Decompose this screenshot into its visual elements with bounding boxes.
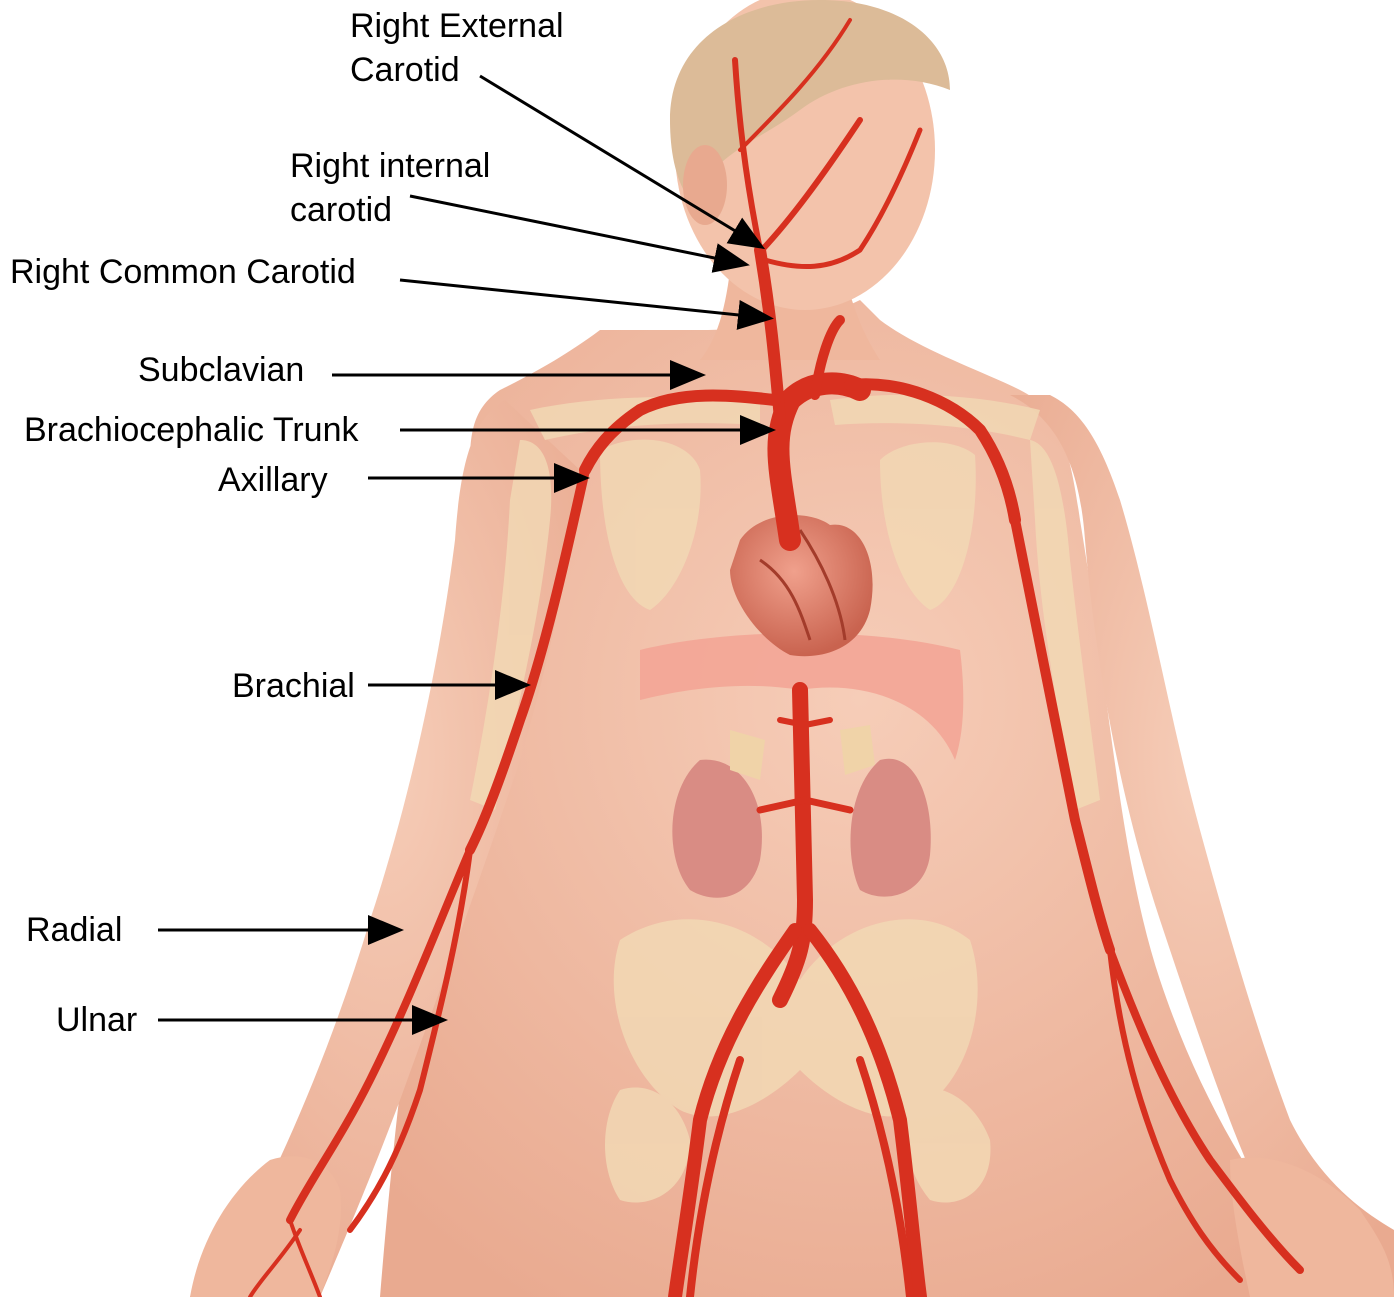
label-right-external-carotid: Right External Carotid [350,4,564,92]
label-radial: Radial [26,908,122,952]
leader-right-common-carotid [400,280,768,318]
label-brachiocephalic-trunk: Brachiocephalic Trunk [24,408,359,452]
label-ulnar: Ulnar [56,998,137,1042]
label-right-internal-carotid: Right internal carotid [290,144,490,232]
label-subclavian: Subclavian [138,348,304,392]
label-brachial: Brachial [232,664,355,708]
label-axillary: Axillary [218,458,328,502]
label-right-common-carotid: Right Common Carotid [10,250,356,294]
